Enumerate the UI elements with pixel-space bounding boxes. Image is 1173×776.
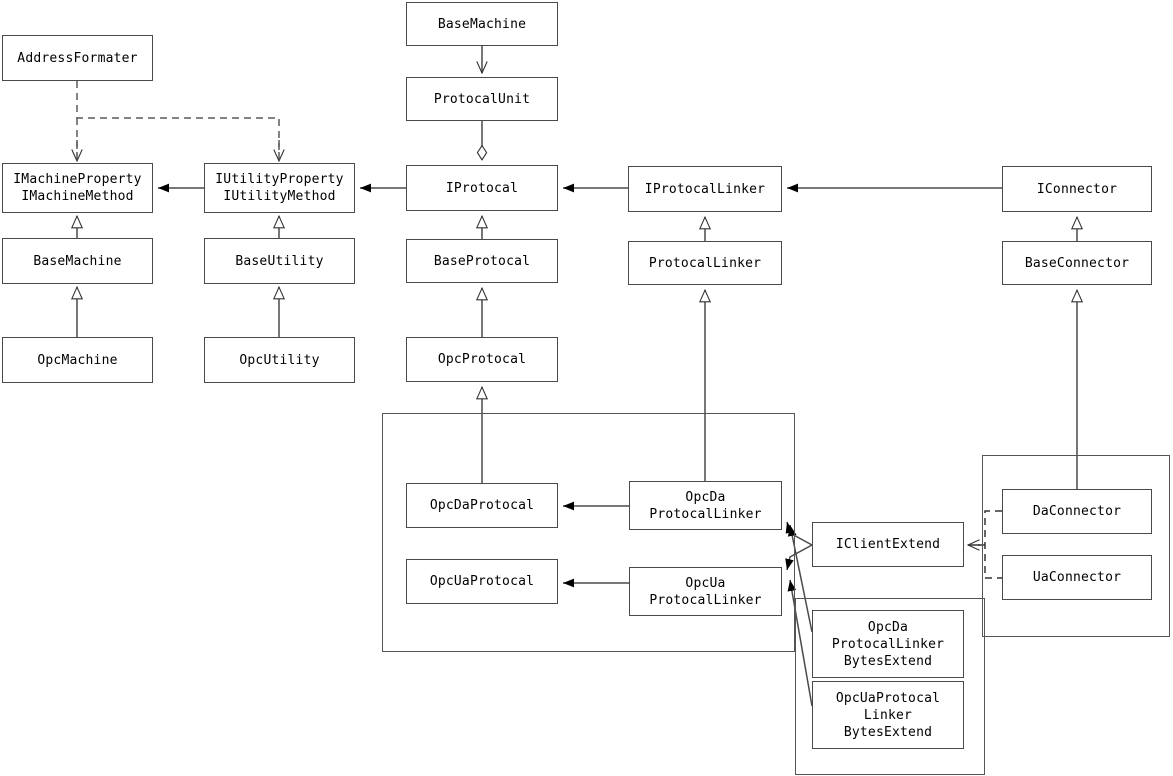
group-bytes-extend: [795, 598, 985, 775]
class-box-opcdaprotocal[interactable]: OpcDaProtocal: [406, 483, 558, 528]
class-box-baseconnector[interactable]: BaseConnector: [1002, 241, 1152, 285]
class-box-opcuaprotocallinkerbytesextend[interactable]: OpcUaProtocal Linker BytesExtend: [812, 681, 964, 749]
class-box-daconnector[interactable]: DaConnector: [1002, 489, 1152, 534]
class-box-protocallinker[interactable]: ProtocalLinker: [628, 241, 782, 285]
class-box-opcutility[interactable]: OpcUtility: [204, 337, 355, 383]
class-box-iprotocallinker[interactable]: IProtocalLinker: [628, 166, 782, 212]
class-box-opcuaprotocal[interactable]: OpcUaProtocal: [406, 559, 558, 604]
class-box-iconnector[interactable]: IConnector: [1002, 166, 1152, 212]
group-protocal-linker: [382, 413, 795, 652]
class-box-opcuaprotocallinker[interactable]: OpcUa ProtocalLinker: [629, 567, 782, 616]
class-box-iclientextend[interactable]: IClientExtend: [812, 522, 964, 567]
class-box-basemachine-left[interactable]: BaseMachine: [2, 238, 153, 284]
class-box-basemachine[interactable]: BaseMachine: [406, 2, 558, 46]
class-box-addressformater[interactable]: AddressFormater: [2, 35, 153, 81]
class-box-baseprotocal[interactable]: BaseProtocal: [406, 239, 558, 283]
class-box-opcdaprotocallinker[interactable]: OpcDa ProtocalLinker: [629, 481, 782, 530]
class-box-opcprotocal[interactable]: OpcProtocal: [406, 337, 558, 382]
class-box-opcdaprotocallinkerbytesextend[interactable]: OpcDa ProtocalLinker BytesExtend: [812, 610, 964, 678]
class-box-iutilityproperty-iutilitymethod[interactable]: IUtilityProperty IUtilityMethod: [204, 163, 355, 213]
class-box-baseutility[interactable]: BaseUtility: [204, 238, 355, 284]
group-connector: [982, 455, 1170, 637]
class-box-imachineproperty-imachinemethod[interactable]: IMachineProperty IMachineMethod: [2, 163, 153, 213]
class-box-uaconnector[interactable]: UaConnector: [1002, 555, 1152, 600]
class-box-opcmachine[interactable]: OpcMachine: [2, 337, 153, 383]
class-box-protocalunit[interactable]: ProtocalUnit: [406, 77, 558, 121]
class-box-iprotocal[interactable]: IProtocal: [406, 165, 558, 211]
